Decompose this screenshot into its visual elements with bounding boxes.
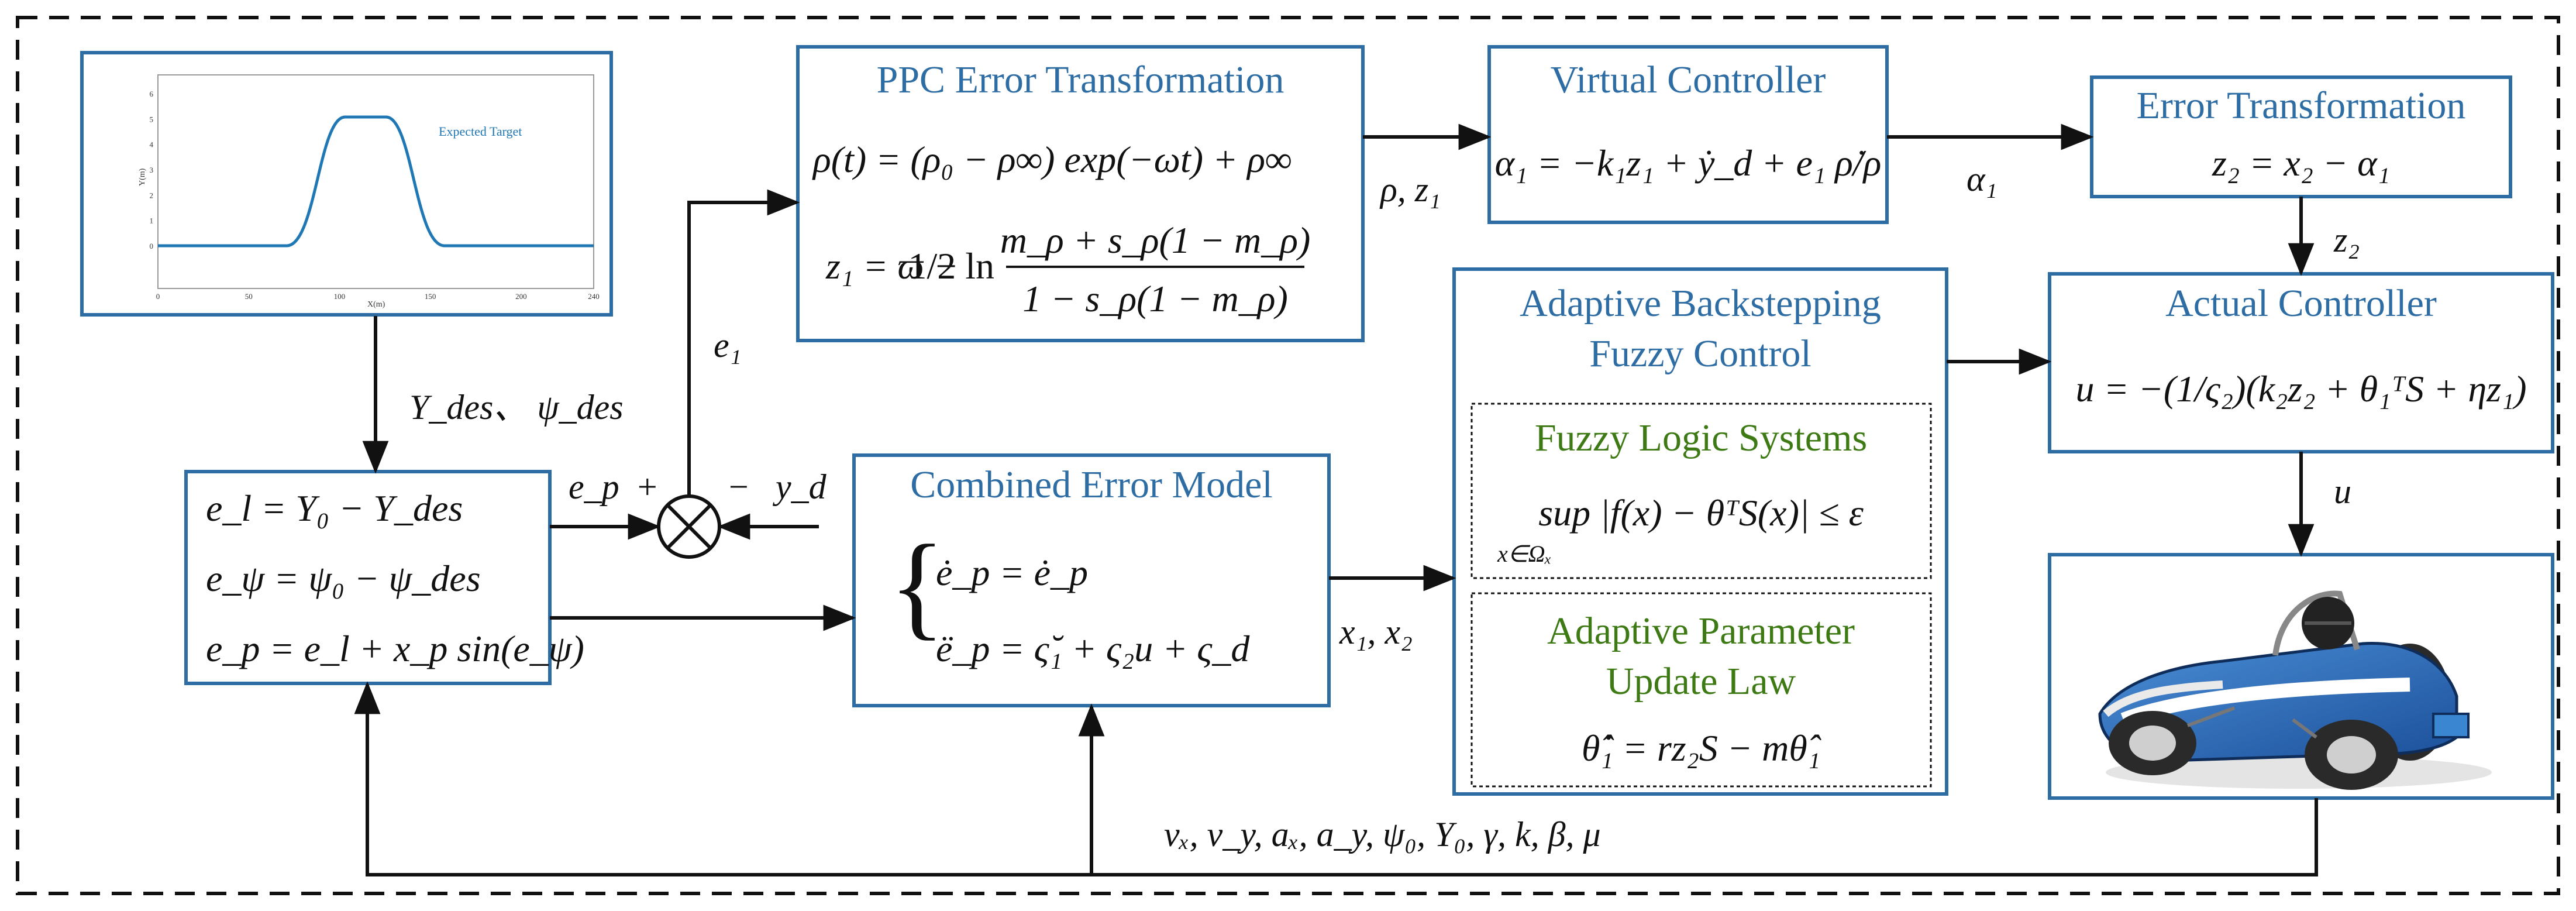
cem-brace: { bbox=[889, 521, 945, 651]
plot-ytick-label: 5 bbox=[150, 115, 154, 123]
abfc-title-2: Fuzzy Control bbox=[1589, 332, 1811, 375]
race-car-icon bbox=[2098, 590, 2492, 790]
actual-eq: u = −(1/ς₂)(k₂z₂ + θ₁ᵀS + ηz₁) bbox=[2075, 368, 2526, 410]
plot-ytick-label: 4 bbox=[150, 140, 154, 149]
cem-title: Combined Error Model bbox=[910, 463, 1273, 506]
virtual-controller-box bbox=[1487, 45, 1889, 224]
cem-eq2: ë_p = ς̆₁ + ς₂u + ς_d bbox=[936, 628, 1250, 669]
plot-ylabel: Y(m) bbox=[138, 168, 147, 186]
fls-eq-sub: x∈Ωₓ bbox=[1497, 541, 1552, 567]
signal-alpha1: α₁ bbox=[1967, 160, 1997, 198]
lateral-eq2: e_ψ = ψ₀ − ψ_des bbox=[206, 558, 481, 599]
plot-xlabel: X(m) bbox=[367, 300, 385, 309]
ppc-title: PPC Error Transformation bbox=[877, 59, 1284, 101]
plot-ytick-label: 2 bbox=[150, 191, 154, 200]
lateral-eq3: e_p = e_l + x_p sin(e_ψ) bbox=[206, 628, 584, 669]
actual-controller-box bbox=[2048, 272, 2554, 453]
cem-eq1: ė_p = ė_p bbox=[936, 552, 1088, 593]
errortf-title: Error Transformation bbox=[2137, 84, 2466, 127]
connection-lines bbox=[354, 123, 2318, 876]
plot-legend: Expected Target bbox=[439, 124, 522, 139]
lateral-error-box bbox=[184, 470, 552, 685]
signal-feedback: vₓ, v_y, aₓ, a_y, ψ₀, Y₀, γ, k, β, μ bbox=[1164, 815, 1601, 854]
summing-junction bbox=[657, 494, 721, 559]
apu-title-2: Update Law bbox=[1606, 660, 1796, 703]
plot-xtick-label: 200 bbox=[515, 292, 527, 301]
signal-rho-z1: ρ, z₁ bbox=[1379, 170, 1441, 209]
signal-yd: y_d bbox=[772, 467, 827, 506]
ppc-eq1: ρ(t) = (ρ₀ − ρ∞) exp(−ωt) + ρ∞ bbox=[812, 139, 1292, 180]
line-feedback bbox=[354, 681, 2318, 876]
virtual-eq: α₁ = −k₁z₁ + ẏ_d + e₁ ρ̇/ρ bbox=[1495, 142, 1882, 184]
plot-xtick-label: 0 bbox=[156, 292, 160, 301]
abfc-title-1: Adaptive Backstepping bbox=[1520, 282, 1881, 325]
plot-ytick-label: 1 bbox=[150, 216, 154, 225]
signal-e1: e₁ bbox=[714, 326, 742, 365]
fuzzy-logic-subbox bbox=[1470, 403, 1932, 579]
plot-xtick-label: 50 bbox=[245, 292, 253, 301]
plot-xtick-label: 150 bbox=[425, 292, 436, 301]
signal-ep: e_p bbox=[569, 467, 619, 506]
signal-z2: z₂ bbox=[2333, 221, 2360, 259]
outer-dashed-frame bbox=[16, 16, 2560, 895]
signal-ydes-psides: Y_des、 ψ_des bbox=[409, 388, 624, 427]
apu-eq: θ̂̇₁ = rz₂S − mθ̂₁ bbox=[1582, 727, 1821, 769]
ppc-eq2-half: 1/2 ln bbox=[908, 245, 994, 287]
signal-plus: + bbox=[635, 467, 659, 506]
signal-x1x2: x₁, x₂ bbox=[1339, 613, 1413, 651]
plot-ticks: 0 1 2 3 4 5 6 0 50 100 150 200 240 bbox=[150, 90, 600, 301]
plot-ytick-label: 6 bbox=[150, 90, 154, 98]
apu-title-1: Adaptive Parameter bbox=[1547, 610, 1855, 652]
plot-ytick-label: 0 bbox=[150, 242, 154, 250]
plot-ytick-label: 3 bbox=[150, 166, 154, 174]
expected-target-plot: 0 1 2 3 4 5 6 0 50 100 150 200 240 Expected Target X… bbox=[80, 51, 613, 317]
fls-eq: sup |f(x) − θᵀS(x)| ≤ ε bbox=[1538, 492, 1864, 534]
combined-error-model-box bbox=[852, 453, 1331, 707]
errortf-eq: z₂ = x₂ − α₁ bbox=[2212, 142, 2390, 184]
expected-target-curve bbox=[158, 115, 594, 247]
ppc-eq2-num: m_ρ + s_ρ(1 − m_ρ) bbox=[1000, 219, 1311, 261]
adaptive-update-subbox bbox=[1470, 592, 1932, 788]
actual-title: Actual Controller bbox=[2165, 282, 2437, 325]
signal-u: u bbox=[2334, 472, 2351, 511]
virtual-title: Virtual Controller bbox=[1551, 59, 1826, 101]
plot-xtick-label: 240 bbox=[588, 292, 600, 301]
ppc-eq2-den: 1 − s_ρ(1 − m_ρ) bbox=[1022, 278, 1288, 319]
ppc-eq2-lhs: z₁ = ϖ − bbox=[825, 245, 959, 287]
ppc-box bbox=[796, 45, 1365, 342]
fls-title: Fuzzy Logic Systems bbox=[1535, 417, 1867, 459]
lateral-eq1: e_l = Y₀ − Y_des bbox=[206, 487, 463, 529]
signal-minus: − bbox=[726, 467, 750, 506]
plot-xtick-label: 100 bbox=[334, 292, 346, 301]
line-junction-to-ppc bbox=[687, 189, 800, 496]
